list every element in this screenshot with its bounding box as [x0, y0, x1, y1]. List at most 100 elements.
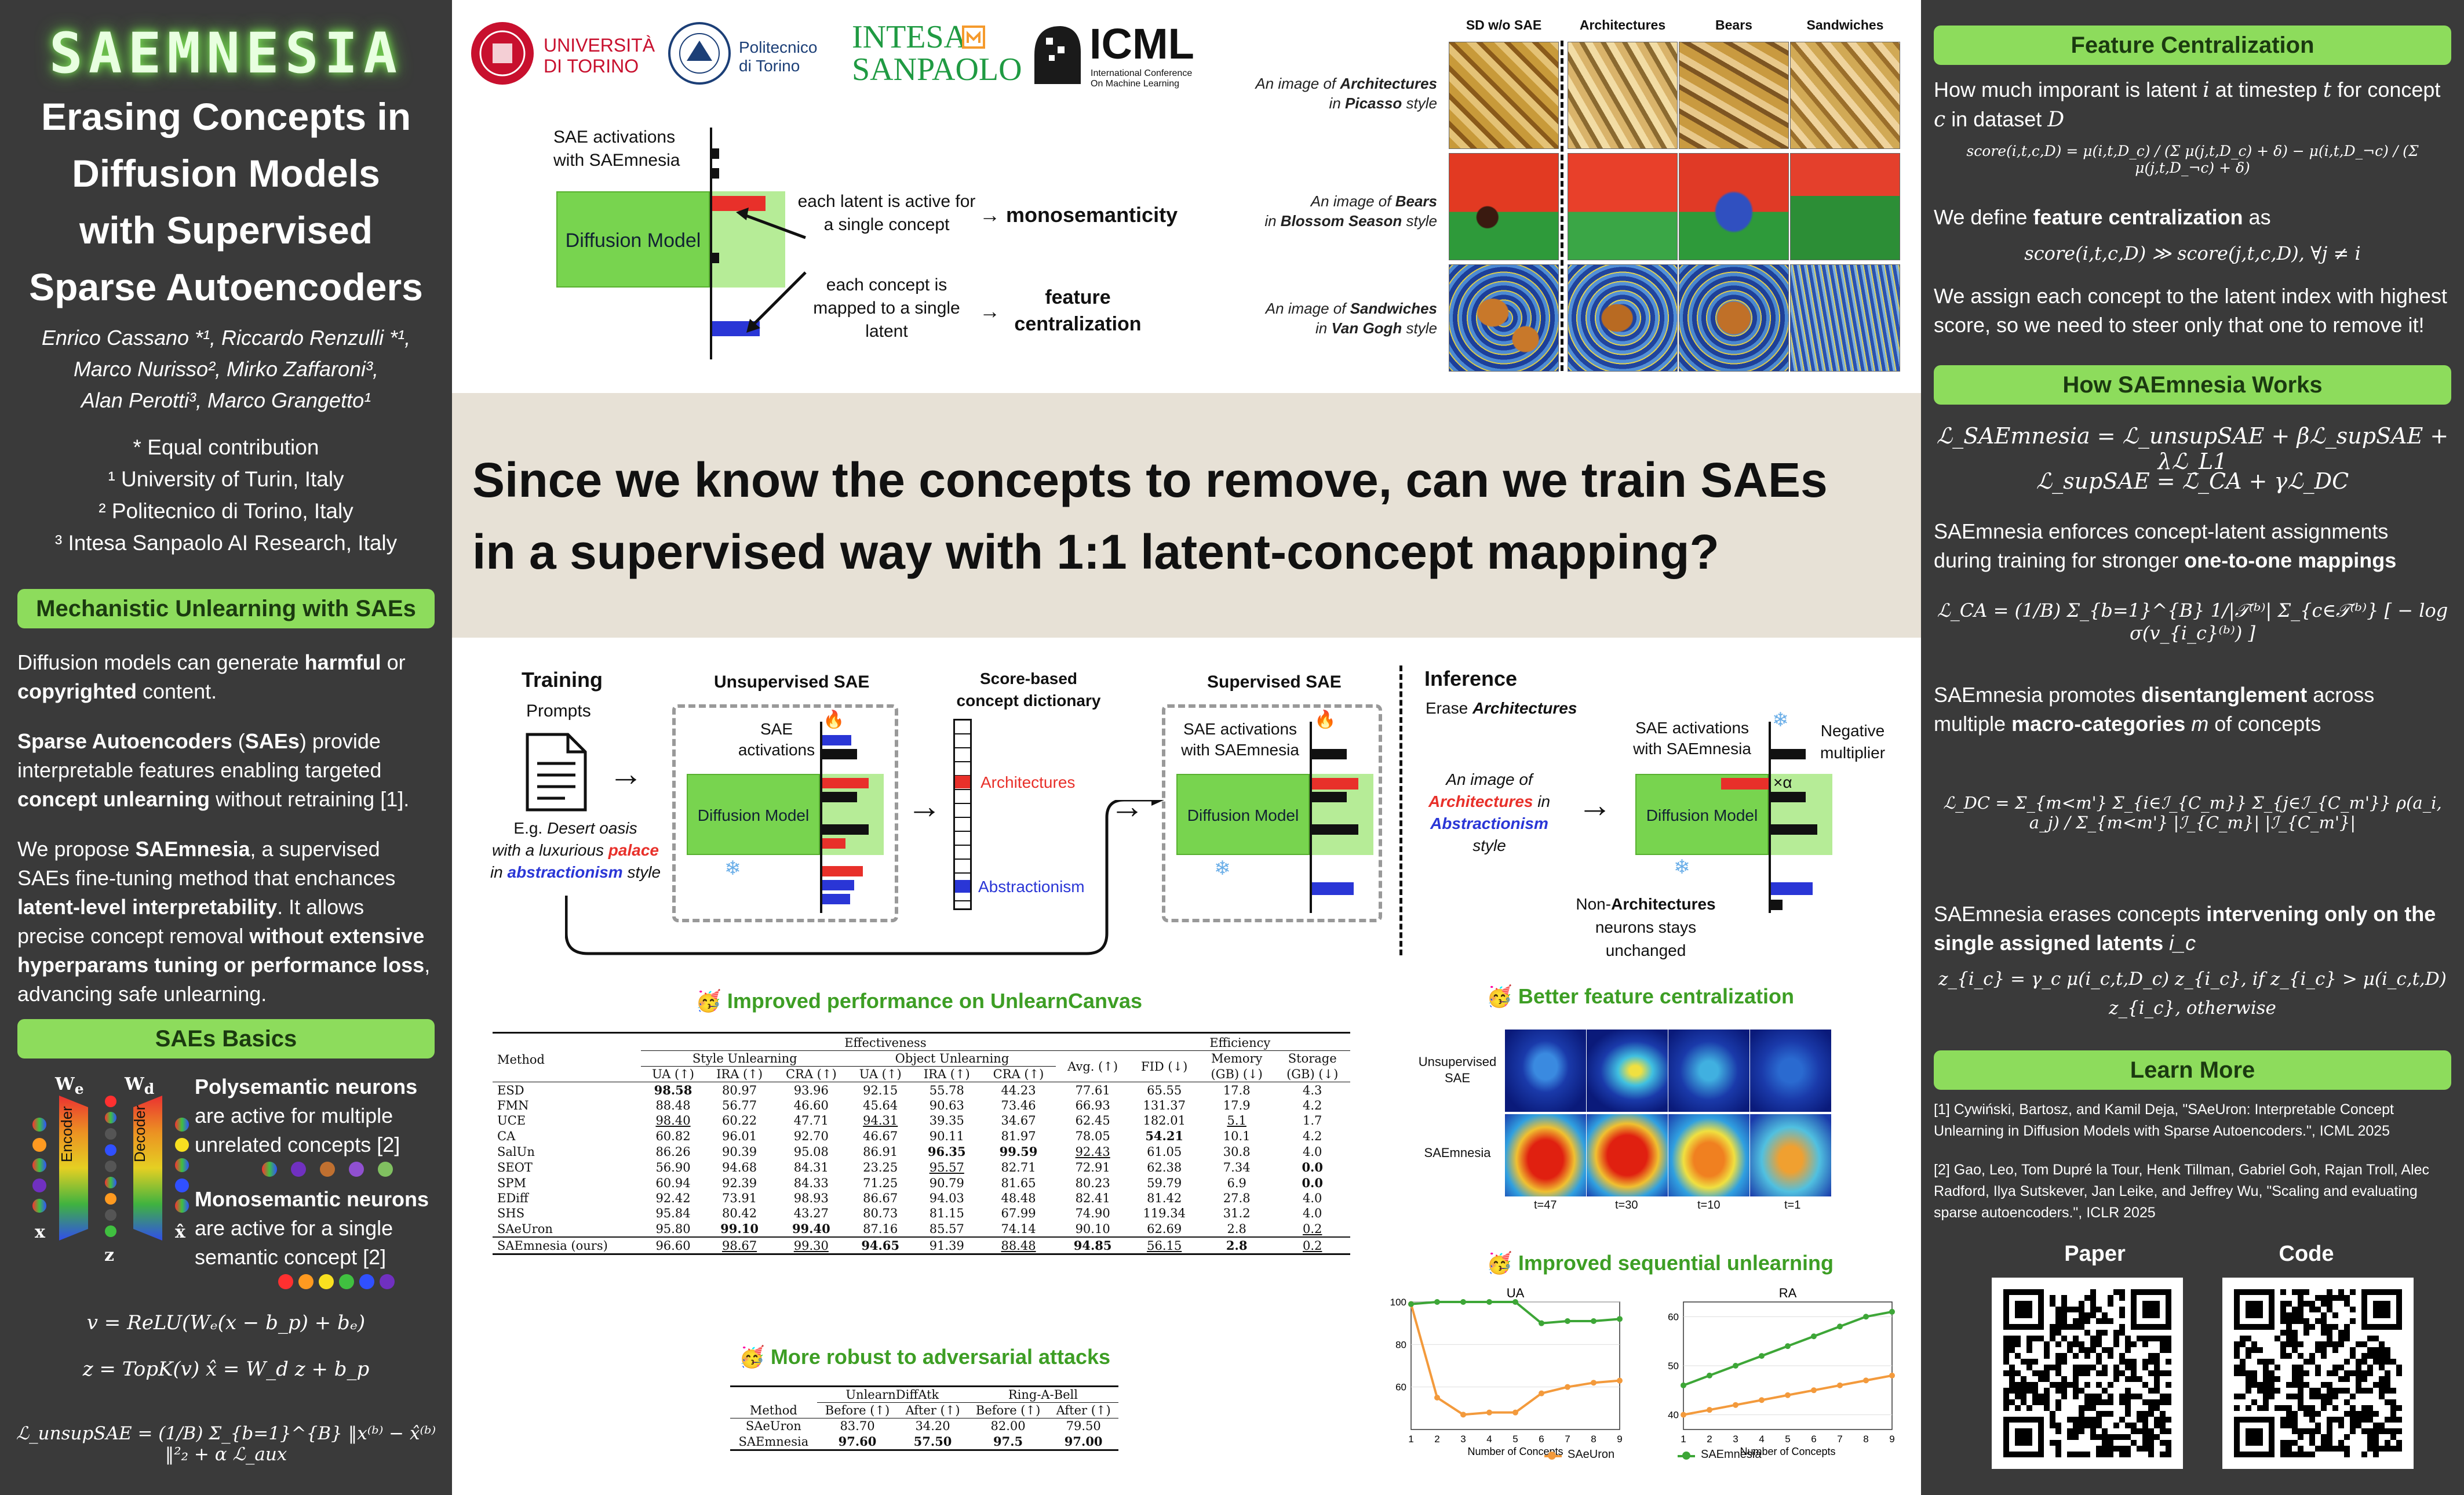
- qr-module: [2280, 1312, 2286, 1318]
- pipe-sup-dm: Diffusion Model: [1176, 774, 1310, 855]
- qr-module: [2021, 1399, 2026, 1405]
- qr-module: [2108, 1301, 2113, 1307]
- qr-module: [2309, 1307, 2315, 1312]
- qr-module: [2113, 1289, 2119, 1295]
- qr-module: [2055, 1353, 2061, 1359]
- qr-module: [2090, 1301, 2096, 1307]
- qr-module: [2073, 1370, 2079, 1376]
- qr-module: [2379, 1359, 2385, 1365]
- qr-module: [2067, 1452, 2073, 1457]
- qr-module: [2061, 1359, 2067, 1365]
- qr-module: [2292, 1341, 2298, 1347]
- qr-module: [2385, 1428, 2390, 1434]
- qr-module: [2003, 1353, 2009, 1359]
- party-icon: 🥳: [1486, 1251, 1512, 1275]
- qr-module: [2050, 1382, 2055, 1388]
- qr-module: [2061, 1307, 2067, 1312]
- qr-module: [2344, 1295, 2350, 1301]
- qr-module: [2390, 1399, 2396, 1405]
- code-qr-code[interactable]: [2222, 1278, 2414, 1469]
- wd-label: Wd: [125, 1074, 155, 1097]
- qr-module: [2096, 1359, 2102, 1365]
- qr-module: [2361, 1359, 2367, 1365]
- qr-module: [2044, 1388, 2050, 1394]
- top-fig-red-bar: [712, 196, 766, 211]
- data-point: [1408, 1301, 1414, 1307]
- qr-module: [2286, 1423, 2292, 1428]
- qr-module: [2090, 1428, 2096, 1434]
- qr-module: [2344, 1359, 2350, 1365]
- qr-module: [2344, 1411, 2350, 1417]
- data-point: [1811, 1387, 1817, 1394]
- qr-module: [2327, 1307, 2332, 1312]
- qr-module: [2055, 1370, 2061, 1376]
- x-tick-label: 8: [1863, 1434, 1868, 1445]
- qr-module: [2073, 1307, 2079, 1312]
- qr-module: [2327, 1382, 2332, 1388]
- snowflake-icon: ❄: [724, 857, 741, 879]
- qr-module: [2084, 1382, 2090, 1388]
- qr-module: [2166, 1341, 2171, 1347]
- qr-module: [2332, 1324, 2338, 1330]
- qr-module: [2356, 1359, 2361, 1365]
- qr-module: [2344, 1330, 2350, 1336]
- qr-module: [2160, 1370, 2166, 1376]
- qr-module: [2344, 1301, 2350, 1307]
- pipe-example-prompt: E.g. Desert oasis with a luxurious palac…: [490, 819, 661, 881]
- qr-module: [2119, 1312, 2125, 1318]
- qr-module: [2160, 1417, 2166, 1423]
- img-vangogh-sd: [1449, 264, 1559, 372]
- qr-module: [2373, 1353, 2379, 1359]
- top-fig-mono: → monosemanticity: [979, 203, 1178, 227]
- qr-module: [2055, 1307, 2061, 1312]
- section-header-learn: Learn More: [1934, 1050, 2451, 1090]
- qr-module: [2292, 1330, 2298, 1336]
- qr-module: [2055, 1341, 2061, 1347]
- qr-module: [2102, 1330, 2108, 1336]
- qr-module: [2379, 1365, 2385, 1370]
- qr-module: [2309, 1301, 2315, 1307]
- qr-module: [2108, 1295, 2113, 1301]
- qr-module: [2113, 1423, 2119, 1428]
- qr-module: [2315, 1318, 2321, 1324]
- qr-module: [2119, 1353, 2125, 1359]
- pipe-unsup-dm: Diffusion Model: [687, 774, 820, 855]
- x-tick-label: 8: [1591, 1434, 1596, 1445]
- pipe-inference-label: Inference: [1424, 667, 1518, 690]
- qr-module: [2303, 1318, 2309, 1324]
- qr-module: [2055, 1423, 2061, 1428]
- paper-qr-code[interactable]: [1992, 1278, 2183, 1469]
- qr-module: [2154, 1423, 2160, 1428]
- qr-module: [2385, 1446, 2390, 1452]
- qr-module: [2257, 1382, 2263, 1388]
- qr-module: [2055, 1428, 2061, 1434]
- qr-module: [2286, 1330, 2292, 1336]
- qr-module: [2379, 1388, 2385, 1394]
- qr-module: [2350, 1353, 2356, 1359]
- decoder-label: Decoder: [131, 1105, 148, 1162]
- qr-module: [2090, 1423, 2096, 1428]
- data-point: [1707, 1407, 1712, 1413]
- qr-module: [2061, 1312, 2067, 1318]
- qr-module: [2385, 1399, 2390, 1405]
- qr-module: [2009, 1341, 2015, 1347]
- qr-module: [2102, 1428, 2108, 1434]
- y-tick-label: 80: [1395, 1339, 1406, 1350]
- pipe-erase-label: Erase Architectures: [1426, 699, 1577, 717]
- qr-module: [2084, 1423, 2090, 1428]
- qr-module: [2142, 1336, 2148, 1341]
- qr-module: [2298, 1295, 2303, 1301]
- qr-module: [2275, 1365, 2280, 1370]
- qr-module: [2090, 1434, 2096, 1440]
- qr-module: [2356, 1423, 2361, 1428]
- qr-module: [2327, 1370, 2332, 1376]
- qr-module: [2251, 1376, 2257, 1382]
- qr-module: [2286, 1318, 2292, 1324]
- qr-module: [2390, 1359, 2396, 1365]
- qr-module: [2269, 1370, 2275, 1376]
- qr-module: [2338, 1289, 2344, 1295]
- qr-module: [2298, 1376, 2303, 1382]
